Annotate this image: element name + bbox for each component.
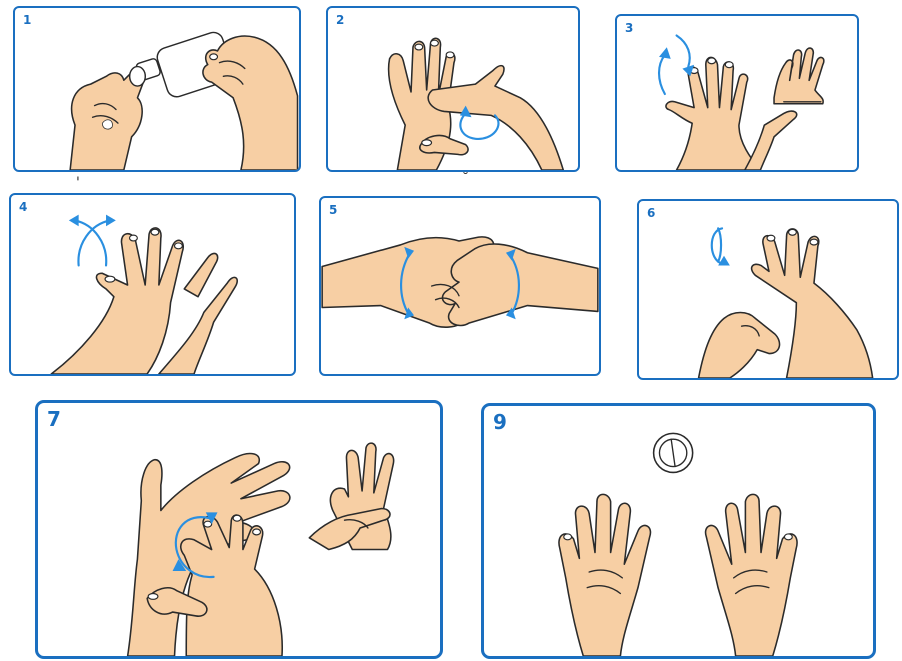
drying-hands-illustration	[484, 406, 873, 656]
fingertips-rotation-illustration	[639, 201, 897, 378]
step-3-panel: 3	[615, 14, 859, 172]
backs-of-fingers-illustration	[11, 195, 294, 374]
step-5-panel: 5	[319, 196, 601, 376]
thumb-rotation-illustration	[321, 198, 599, 374]
up-down-arrow-icon	[659, 35, 694, 93]
step-2-panel: 2	[326, 6, 580, 172]
palm-to-palm-illustration	[328, 8, 578, 170]
step-7-panel: 7	[35, 400, 443, 659]
stray-mark: ˘	[462, 171, 469, 187]
cross-swap-arrow-icon	[69, 215, 116, 266]
step-6-panel: 6	[637, 199, 899, 380]
step-4-panel: 4	[9, 193, 296, 376]
sanitizer-dispensing-illustration	[15, 8, 299, 170]
drying-hands-icon	[654, 433, 693, 472]
palm-circular-rub-illustration	[38, 403, 440, 656]
step-9-panel: 9	[481, 403, 876, 659]
stray-mark: '	[76, 175, 80, 191]
interlaced-fingers-illustration	[617, 16, 857, 170]
circular-arrow-icon	[712, 228, 730, 265]
step-1-panel: 1	[13, 6, 301, 172]
